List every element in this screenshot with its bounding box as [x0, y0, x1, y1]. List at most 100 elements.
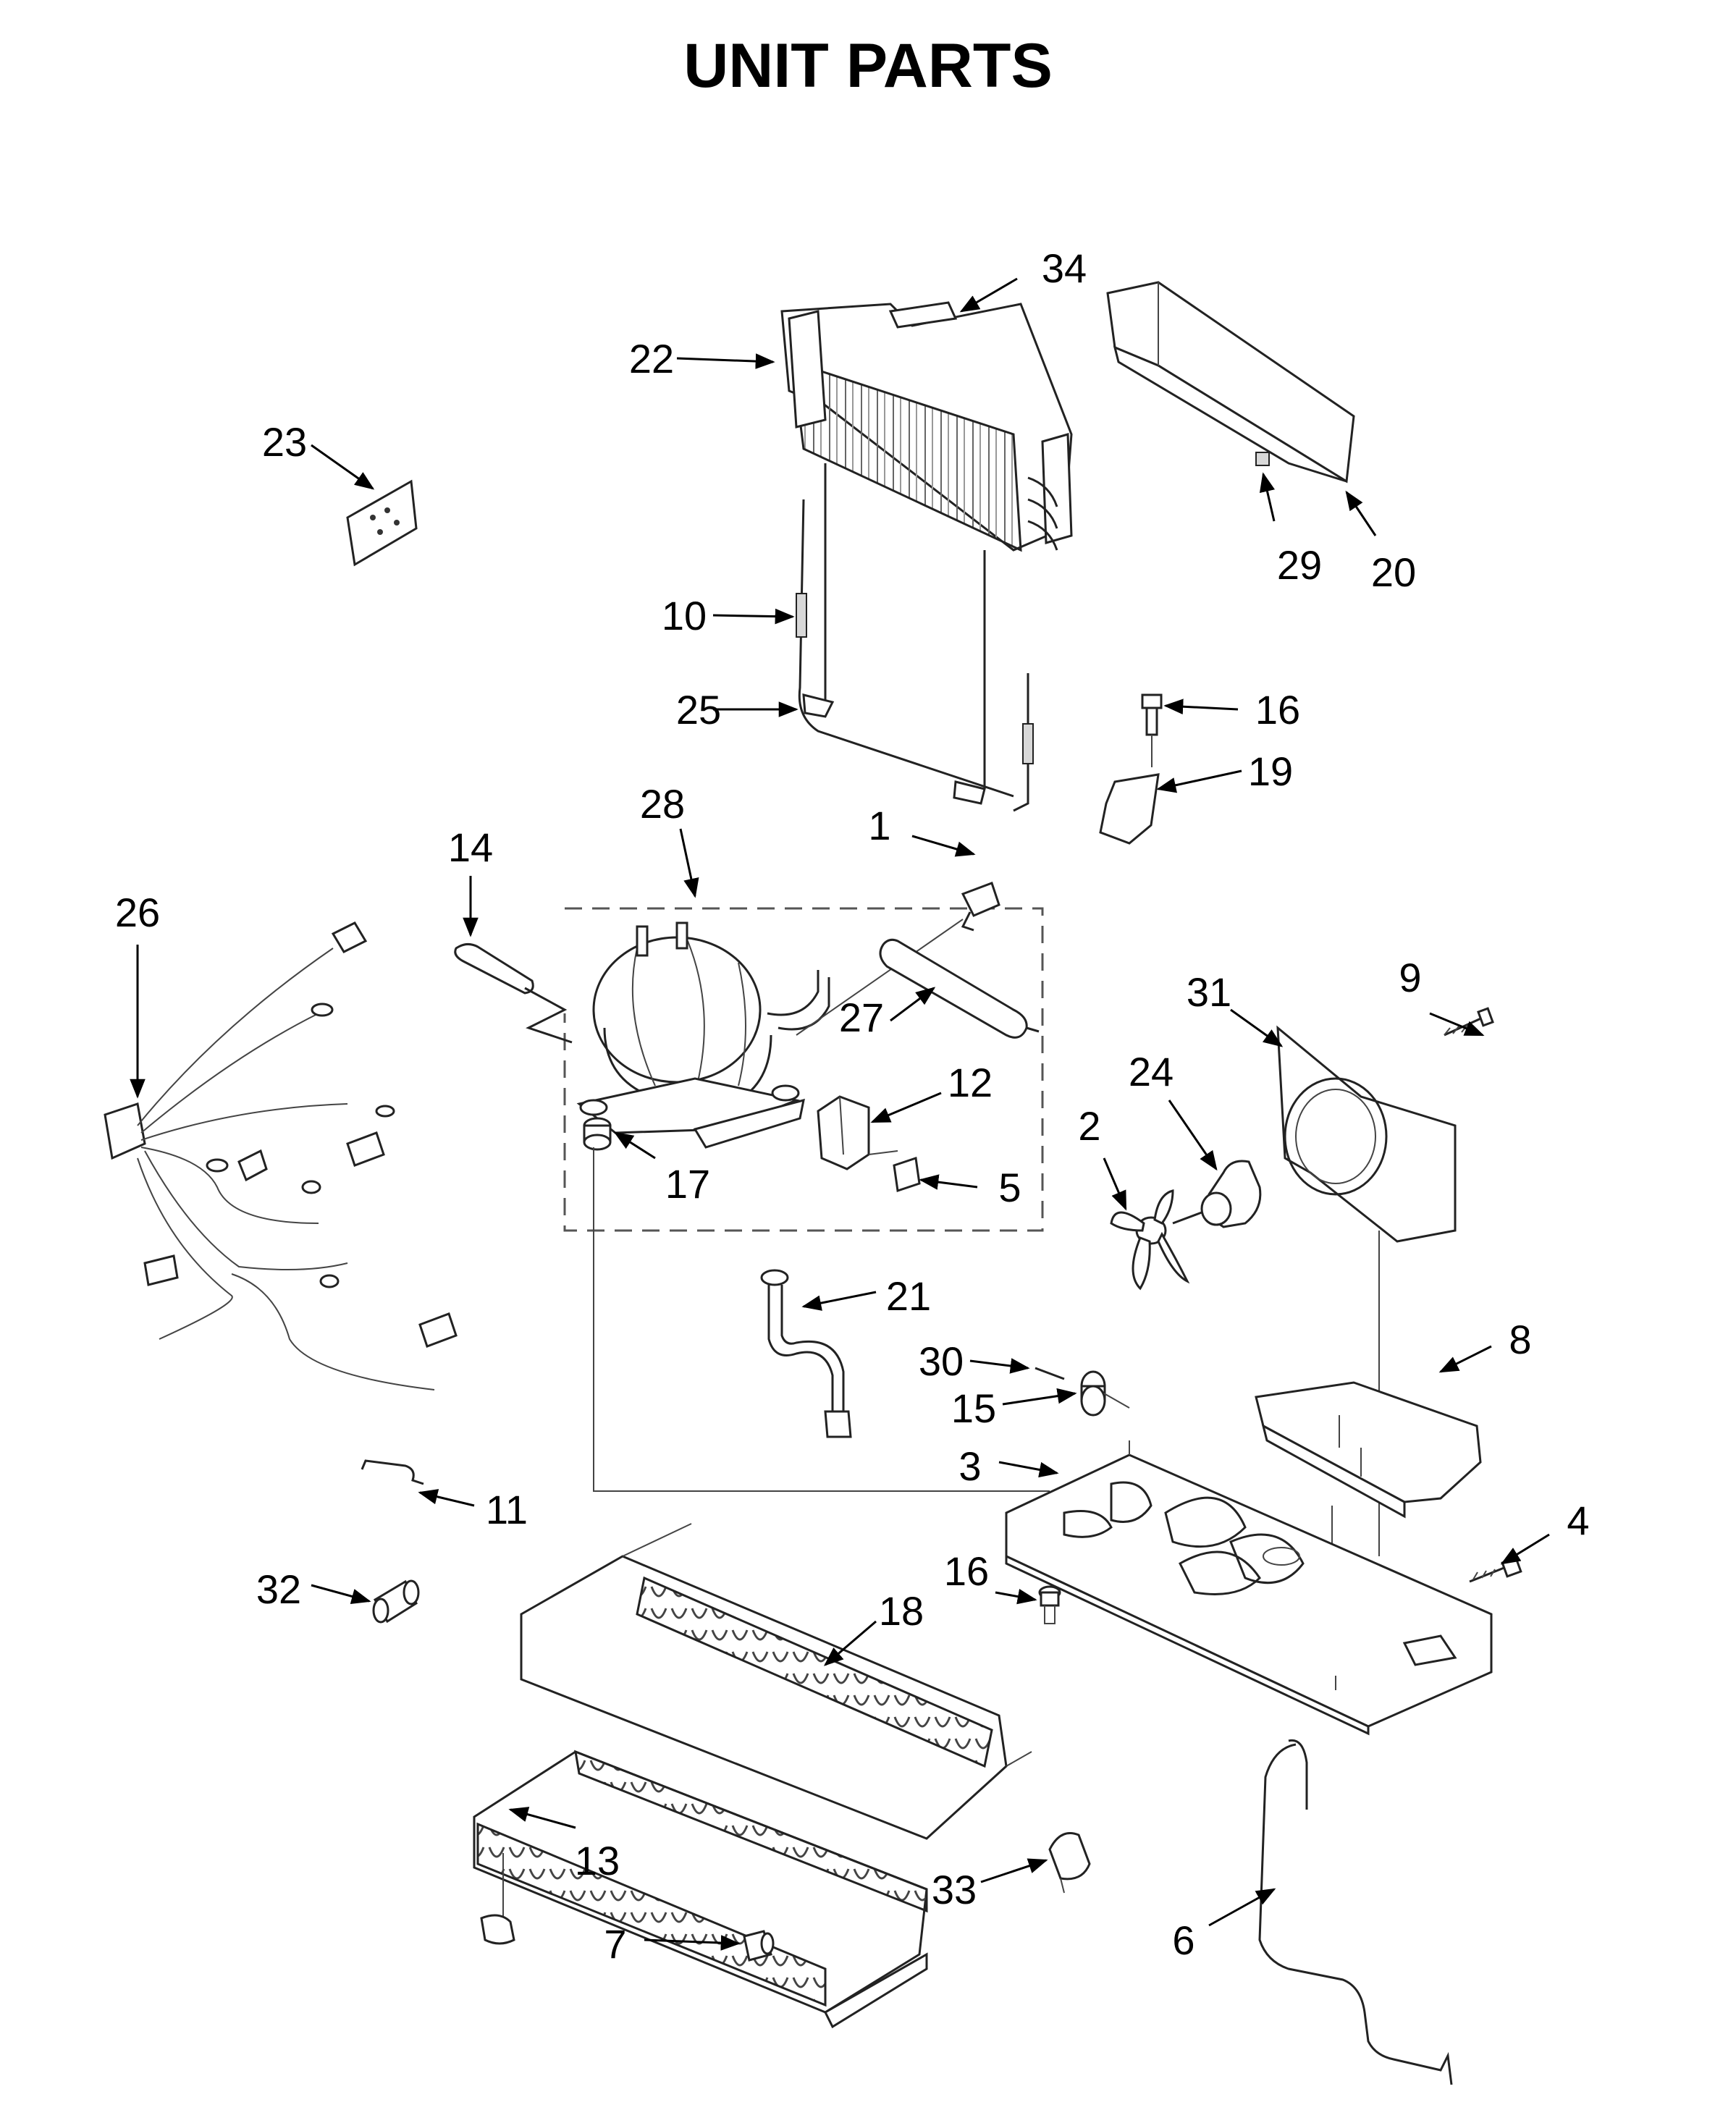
leader-29 — [1259, 472, 1276, 522]
callout-16-bottom: 16 — [944, 1548, 989, 1594]
part-31-fan-shroud — [1276, 1025, 1457, 1556]
callout-20: 20 — [1371, 549, 1416, 595]
callout-27: 27 — [839, 995, 884, 1040]
leader-9 — [1429, 1012, 1485, 1037]
leader-34 — [959, 277, 1018, 313]
callout-17: 17 — [665, 1161, 710, 1207]
part-10-thermistor — [796, 463, 1034, 812]
callout-30: 30 — [919, 1338, 964, 1384]
callout-19: 19 — [1248, 748, 1293, 794]
leader-5 — [919, 1174, 978, 1190]
callout-25: 25 — [676, 687, 721, 733]
leader-32 — [311, 1584, 371, 1604]
part-8-bracket — [1255, 1381, 1482, 1629]
leader-18 — [823, 1620, 877, 1666]
part-21-drain-tube — [760, 1269, 852, 1438]
part-28-compressor — [576, 921, 830, 1149]
part-3-base-pan — [1005, 1440, 1493, 1736]
part-4-screw — [1469, 1556, 1522, 1583]
part-19-bracket — [1099, 773, 1160, 845]
leader-13 — [508, 1807, 576, 1829]
callout-14: 14 — [448, 824, 493, 870]
leader-15 — [1002, 1388, 1077, 1406]
callout-13: 13 — [575, 1838, 620, 1883]
callout-21: 21 — [886, 1273, 931, 1319]
leader-lines — [130, 277, 1550, 1951]
callout-34: 34 — [1042, 245, 1087, 291]
callout-8: 8 — [1509, 1317, 1531, 1362]
leader-12 — [870, 1092, 942, 1123]
callout-24: 24 — [1129, 1049, 1174, 1094]
callout-31: 31 — [1187, 969, 1231, 1015]
callout-33: 33 — [932, 1867, 977, 1912]
part-25-bracket — [802, 693, 986, 805]
leader-27 — [890, 987, 936, 1022]
part-34-pad — [888, 301, 958, 329]
part-33-sensor-clip — [1048, 1832, 1091, 1894]
part-20-cover — [1106, 281, 1355, 484]
leader-24 — [1168, 1100, 1218, 1171]
callout-labels: 34 22 23 29 20 10 25 16 19 28 1 14 26 31… — [115, 245, 1590, 1967]
page-title: UNIT PARTS — [683, 31, 1053, 101]
part-6-tube — [1258, 1739, 1453, 2085]
callout-2: 2 — [1078, 1103, 1100, 1149]
part-27-drier — [879, 938, 1040, 1039]
callout-3: 3 — [958, 1443, 981, 1489]
callout-23: 23 — [262, 419, 307, 465]
part-7-sleeve — [743, 1930, 775, 1962]
part-14-strap — [454, 943, 534, 995]
leader-6 — [1208, 1888, 1276, 1927]
part-24-fan-motor — [1172, 1160, 1262, 1228]
leader-17 — [613, 1131, 656, 1160]
leader-31 — [1230, 1008, 1284, 1047]
part-29-clip — [1255, 452, 1270, 466]
leader-8 — [1438, 1345, 1492, 1373]
callout-26: 26 — [115, 890, 160, 935]
part-30-pin — [1035, 1367, 1065, 1380]
part-13-clip — [480, 1853, 515, 1945]
callout-12: 12 — [948, 1060, 993, 1105]
part-28-compressor-group — [524, 907, 1044, 1232]
callout-18: 18 — [879, 1588, 924, 1634]
callout-7: 7 — [604, 1921, 626, 1967]
part-11-clip — [361, 1459, 424, 1485]
callout-29: 29 — [1277, 542, 1322, 588]
callout-1: 1 — [868, 803, 890, 848]
leader-30 — [969, 1358, 1030, 1374]
callout-11: 11 — [486, 1487, 528, 1532]
leader-2 — [1103, 1157, 1127, 1211]
callout-16-top: 16 — [1255, 687, 1300, 733]
leader-21 — [801, 1291, 877, 1311]
leader-3 — [998, 1461, 1059, 1478]
leader-16a — [1163, 699, 1239, 715]
leader-33 — [980, 1858, 1048, 1883]
part-16-screw-bottom — [1038, 1585, 1061, 1624]
leader-20 — [1345, 490, 1377, 536]
part-23-board — [346, 479, 418, 567]
callout-32: 32 — [256, 1566, 301, 1612]
callout-6: 6 — [1172, 1917, 1194, 1963]
part-16-screw-top — [1141, 693, 1163, 767]
part-15-grommet — [1080, 1370, 1130, 1417]
leader-28 — [679, 828, 699, 898]
callout-28: 28 — [640, 781, 685, 827]
leader-7 — [644, 1935, 741, 1951]
callout-15: 15 — [951, 1385, 996, 1431]
part-18-evaporator — [473, 1523, 1032, 2029]
callout-22: 22 — [629, 336, 674, 381]
part-22-condenser — [780, 303, 1073, 552]
leader-4 — [1500, 1533, 1550, 1565]
part-26-wire-harness — [104, 921, 458, 1391]
part-2-fan-blade — [1110, 1189, 1190, 1291]
callout-9: 9 — [1399, 955, 1421, 1000]
leader-22 — [676, 353, 775, 369]
part-17-grommet — [583, 1117, 612, 1151]
leader-11 — [418, 1489, 475, 1507]
leader-19 — [1156, 769, 1242, 793]
leader-1 — [911, 835, 976, 857]
part-12-relay — [817, 1095, 898, 1170]
leader-10 — [712, 608, 795, 625]
part-1-screw — [796, 882, 1000, 1036]
leader-16b — [995, 1589, 1037, 1605]
